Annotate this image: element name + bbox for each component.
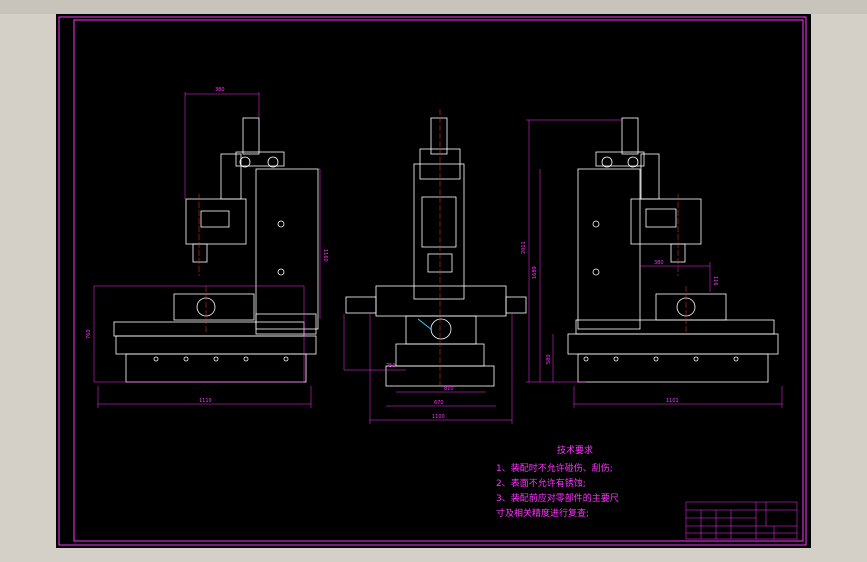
note-item-2: 2、表面不允许有锈蚀; bbox=[496, 479, 586, 489]
cad-drawing: 380 1160 760 1110 750 810 670 1100 bbox=[58, 16, 807, 546]
right-view-dimensions bbox=[526, 119, 783, 408]
dim-front-height: 1160 bbox=[322, 249, 328, 262]
dim-side-center-b: 810 bbox=[444, 386, 454, 392]
note-item-4: 寸及相关精度进行复查; bbox=[496, 509, 590, 519]
dim-right-inner-b: 116 bbox=[712, 276, 718, 286]
title-block bbox=[685, 501, 798, 540]
side-view-accent bbox=[417, 318, 433, 331]
right-view bbox=[567, 117, 779, 383]
side-view-dimensions bbox=[343, 314, 513, 424]
dim-right-bottom: 1101 bbox=[666, 398, 679, 404]
dim-side-center-a: 750 bbox=[386, 363, 396, 369]
outer-frame bbox=[58, 16, 807, 546]
note-item-1: 1、装配时不允许碰伤、刮伤; bbox=[496, 464, 613, 474]
front-view-dimensions bbox=[93, 92, 321, 408]
dim-front-bottom: 1110 bbox=[199, 398, 212, 404]
dim-side-center-c: 670 bbox=[434, 400, 444, 406]
dim-right-mid: 1689 bbox=[532, 266, 538, 279]
right-view-centerlines bbox=[677, 194, 687, 334]
drawing-canvas[interactable]: 380 1160 760 1110 750 810 670 1100 bbox=[56, 14, 811, 548]
side-view bbox=[345, 117, 527, 387]
notes-title: 技术要求 bbox=[557, 446, 594, 456]
dim-front-left: 760 bbox=[86, 329, 92, 339]
dim-right-low: 580 bbox=[546, 354, 552, 364]
note-item-3: 3、装配前应对零部件的主要尺 bbox=[496, 494, 619, 504]
dim-side-bottom: 1100 bbox=[432, 414, 445, 420]
dim-front-top-width: 380 bbox=[215, 87, 225, 93]
window-top-strip bbox=[0, 0, 867, 14]
dim-right-total: 2011 bbox=[521, 241, 527, 254]
dim-right-inner-a: 380 bbox=[654, 260, 664, 266]
front-view-centerlines bbox=[198, 194, 207, 334]
front-view bbox=[113, 117, 319, 383]
inner-frame bbox=[73, 19, 804, 542]
